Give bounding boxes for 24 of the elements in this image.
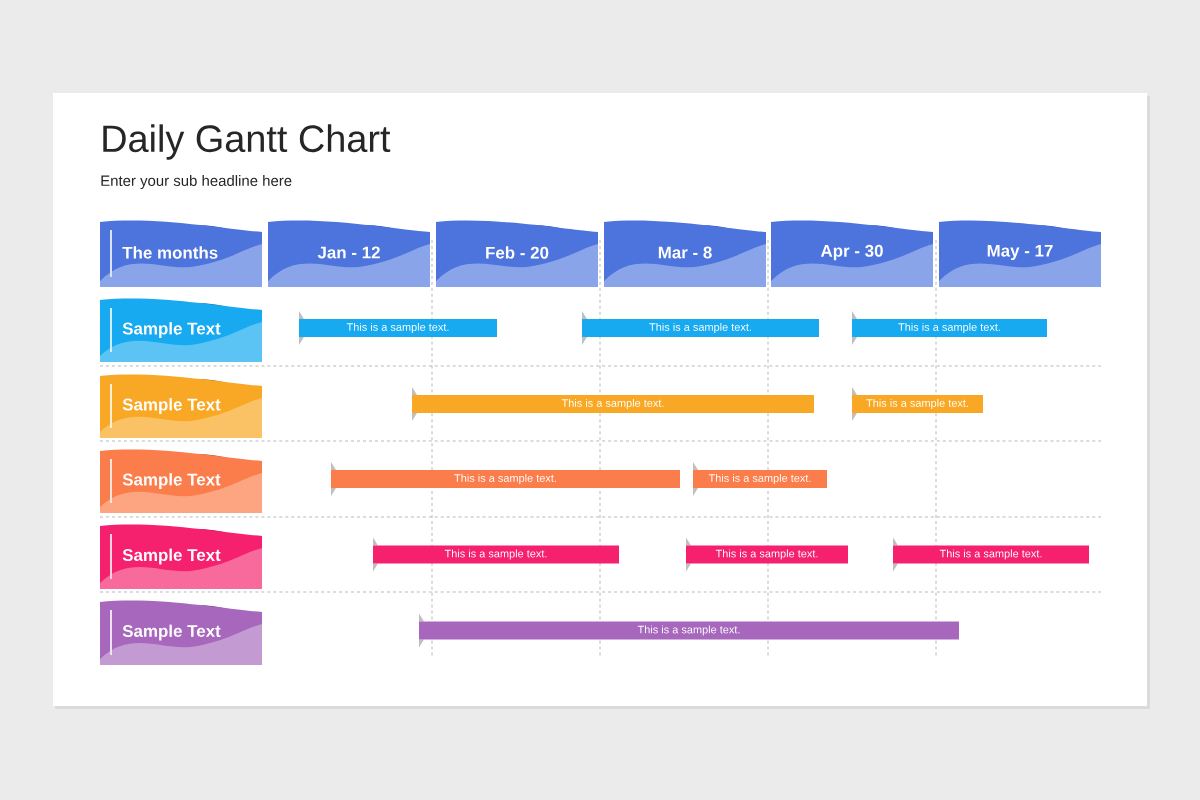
row-label: Sample Text <box>100 600 262 665</box>
month-header: Feb - 20 <box>436 220 598 287</box>
task-bar: This is a sample text. <box>686 537 848 572</box>
task-bar: This is a sample text. <box>852 311 1047 345</box>
row-label: Sample Text <box>100 524 262 589</box>
task-bar: This is a sample text. <box>299 311 497 345</box>
task-bar: This is a sample text. <box>331 462 680 496</box>
row-label: Sample Text <box>100 298 262 362</box>
month-header: May - 17 <box>939 220 1101 287</box>
subtitle: Enter your sub headline here <box>101 175 292 189</box>
task-bar: This is a sample text. <box>419 613 959 648</box>
task-bar: This is a sample text. <box>373 537 619 572</box>
month-header: Mar - 8 <box>604 220 766 287</box>
title: Daily Gantt Chart <box>103 124 391 160</box>
month-header: Jan - 12 <box>268 220 430 287</box>
month-header: The months <box>100 220 262 287</box>
task-bar: This is a sample text. <box>582 311 819 345</box>
task-bar: This is a sample text. <box>693 462 827 496</box>
task-bar: This is a sample text. <box>412 387 814 421</box>
row-label: Sample Text <box>100 374 262 438</box>
task-bar: This is a sample text. <box>893 537 1089 572</box>
month-header: Apr - 30 <box>771 220 933 287</box>
row-label: Sample Text <box>100 449 262 513</box>
task-bar: This is a sample text. <box>852 387 983 421</box>
